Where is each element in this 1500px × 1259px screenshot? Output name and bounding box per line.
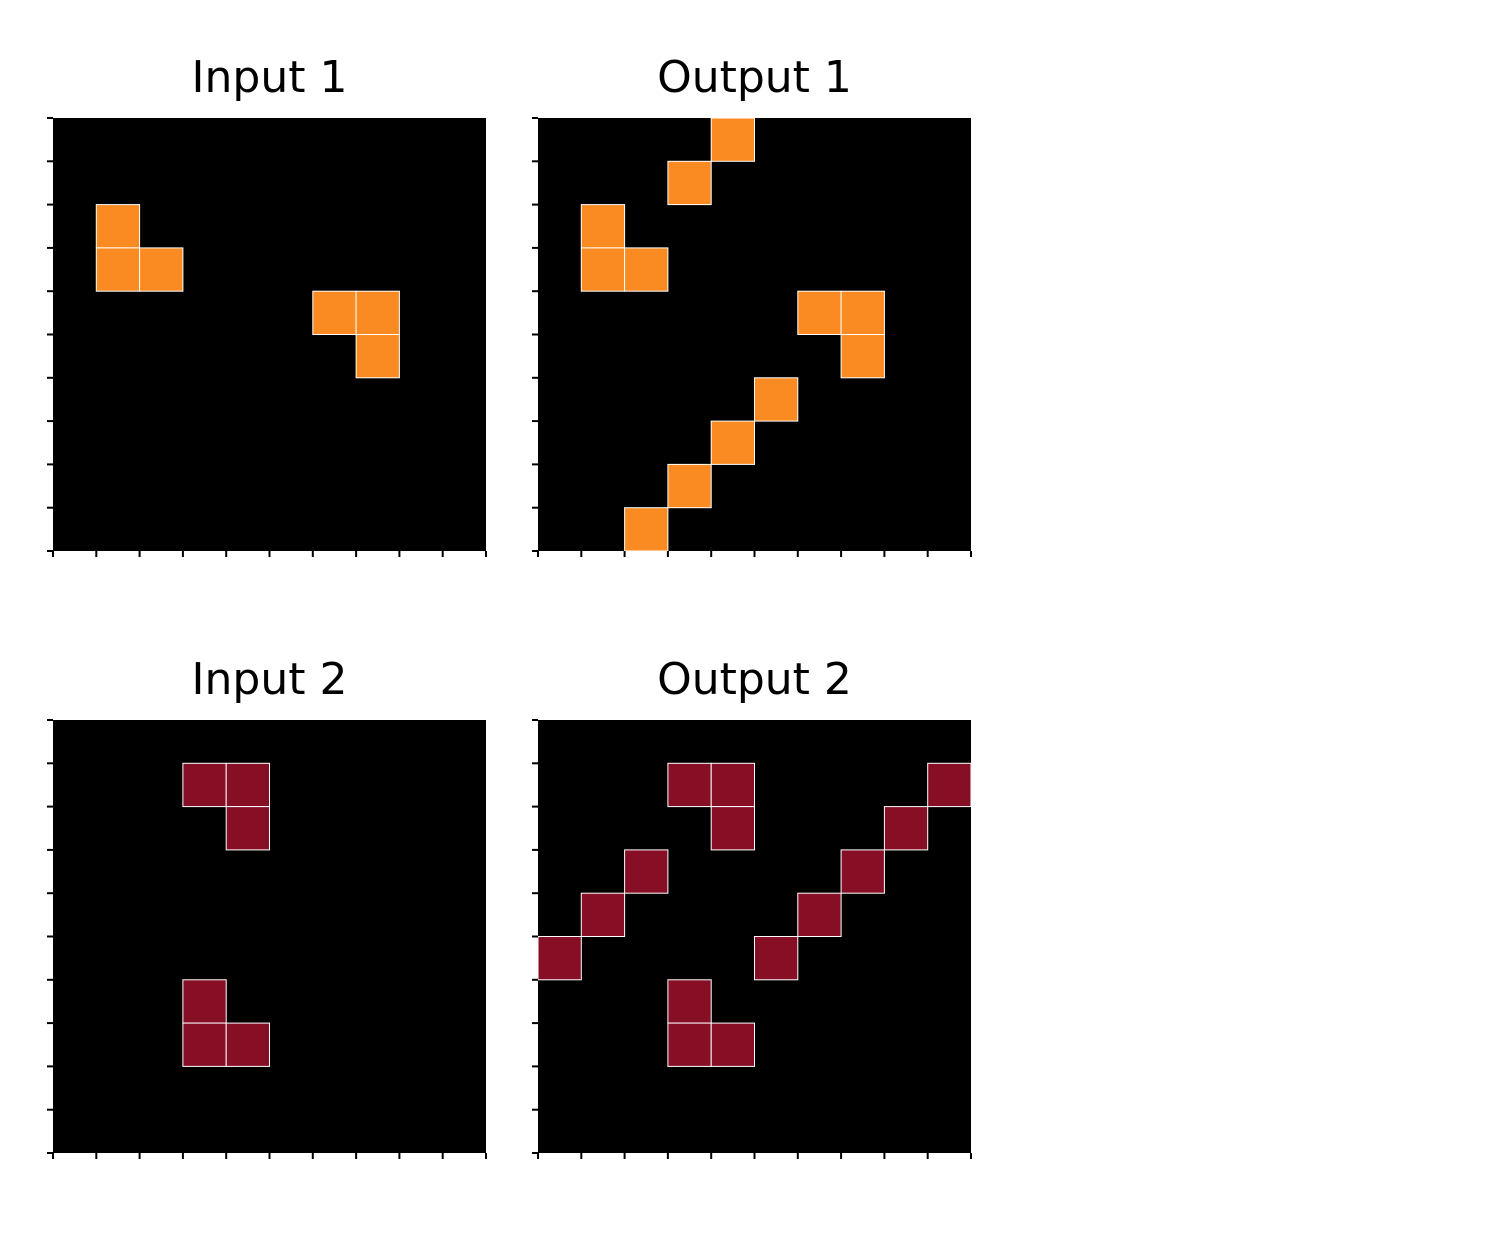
grid-cell bbox=[182, 1022, 227, 1067]
grid-cell bbox=[710, 762, 755, 808]
grid-cell bbox=[840, 334, 885, 379]
panel-title: Output 2 bbox=[657, 654, 852, 705]
panel-title: Output 1 bbox=[657, 52, 852, 103]
panel-title: Input 2 bbox=[191, 654, 348, 705]
grid-cell bbox=[182, 762, 227, 808]
grid-cell bbox=[667, 1022, 712, 1067]
grid-cell bbox=[355, 334, 400, 379]
grid-cell bbox=[754, 377, 799, 422]
grid-cell bbox=[182, 979, 227, 1024]
grid-cell bbox=[355, 290, 400, 335]
grid-cell bbox=[580, 892, 626, 937]
grid-cell bbox=[624, 247, 669, 292]
grid-cell bbox=[840, 290, 885, 335]
panel-input-2: Input 2 bbox=[47, 654, 487, 1159]
grid-cell bbox=[667, 979, 712, 1024]
grid-cell bbox=[883, 806, 929, 851]
grid-cell bbox=[225, 806, 270, 851]
grid-cell bbox=[667, 160, 712, 206]
panel-output-2: Output 2 bbox=[532, 654, 972, 1159]
grid-background bbox=[538, 118, 971, 551]
grid-cell bbox=[95, 247, 141, 292]
grid-cell bbox=[710, 806, 755, 851]
grid-cell bbox=[580, 204, 626, 249]
grid-cell bbox=[537, 936, 582, 981]
grid-cell bbox=[225, 1022, 270, 1067]
grid-cell bbox=[927, 762, 972, 808]
grid-cell bbox=[95, 204, 141, 249]
grid-cell bbox=[797, 892, 842, 937]
grid-cell bbox=[840, 849, 885, 894]
panel-output-1: Output 1 bbox=[532, 52, 972, 557]
grid-cell bbox=[710, 1022, 755, 1067]
grid-cell bbox=[312, 290, 357, 335]
grid-output-1 bbox=[532, 117, 972, 557]
panel-input-1: Input 1 bbox=[47, 52, 487, 557]
grid-cell bbox=[225, 762, 270, 808]
grid-cell bbox=[580, 247, 626, 292]
grid-input-1 bbox=[47, 117, 487, 557]
grid-cell bbox=[139, 247, 184, 292]
grid-cell bbox=[624, 849, 669, 894]
grid-cell bbox=[710, 420, 755, 465]
grid-background bbox=[53, 118, 486, 551]
grid-cell bbox=[710, 117, 755, 162]
grid-input-2 bbox=[47, 719, 487, 1159]
grid-cell bbox=[754, 936, 799, 981]
grid-cell bbox=[624, 507, 669, 552]
grid-output-2 bbox=[532, 719, 972, 1159]
grid-cell bbox=[667, 463, 712, 509]
grid-cell bbox=[797, 290, 842, 335]
panel-title: Input 1 bbox=[191, 52, 348, 103]
grid-cell bbox=[667, 762, 712, 808]
